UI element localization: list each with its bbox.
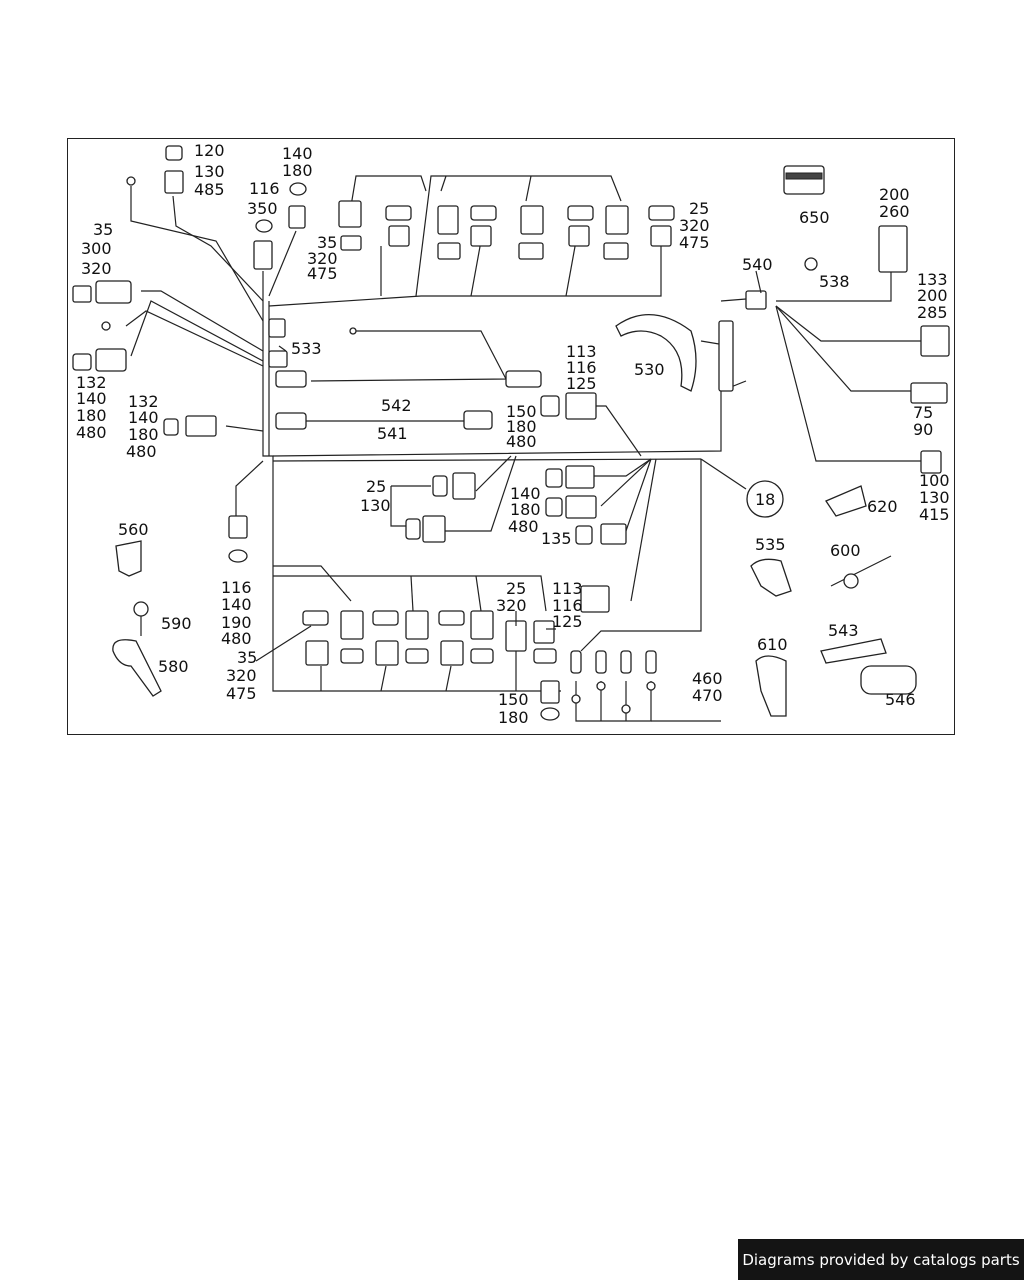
callout-480: 480 bbox=[506, 432, 537, 451]
callout-180: 180 bbox=[498, 708, 529, 727]
callout-350: 350 bbox=[247, 199, 278, 218]
callout-150: 150 bbox=[498, 690, 529, 709]
callout-480: 480 bbox=[76, 423, 107, 442]
callout-470: 470 bbox=[692, 686, 723, 705]
callout-600: 600 bbox=[830, 541, 861, 560]
callout-560: 560 bbox=[118, 520, 149, 539]
callout-650: 650 bbox=[799, 208, 830, 227]
callout-538: 538 bbox=[819, 272, 850, 291]
callout-320: 320 bbox=[679, 216, 710, 235]
callout-140: 140 bbox=[510, 484, 541, 503]
callout-300: 300 bbox=[81, 239, 112, 258]
callout-125: 125 bbox=[552, 612, 583, 631]
callout-35: 35 bbox=[317, 233, 337, 252]
callout-100: 100 bbox=[919, 471, 950, 490]
callout-25: 25 bbox=[689, 199, 709, 218]
callout-140: 140 bbox=[76, 389, 107, 408]
callout-320: 320 bbox=[81, 259, 112, 278]
callout-116: 116 bbox=[249, 179, 280, 198]
callout-140: 140 bbox=[128, 408, 159, 427]
callout-130: 130 bbox=[360, 496, 391, 515]
callout-610: 610 bbox=[757, 635, 788, 654]
callout-460: 460 bbox=[692, 669, 723, 688]
callout-480: 480 bbox=[221, 629, 252, 648]
callout-labels: 120 130 485 140 180 116 350 35 300 320 1… bbox=[76, 141, 950, 727]
callout-475: 475 bbox=[226, 684, 257, 703]
callout-135: 135 bbox=[541, 529, 572, 548]
callout-180: 180 bbox=[506, 417, 537, 436]
callout-130: 130 bbox=[194, 162, 225, 181]
harness-wires bbox=[125, 175, 921, 722]
callout-200: 200 bbox=[917, 286, 948, 305]
callout-543: 543 bbox=[828, 621, 859, 640]
callout-140: 140 bbox=[221, 595, 252, 614]
callout-541: 541 bbox=[377, 424, 408, 443]
footer-attribution-text: Diagrams provided by catalogs parts bbox=[742, 1250, 1020, 1269]
callout-530: 530 bbox=[634, 360, 665, 379]
footer-attribution: Diagrams provided by catalogs parts bbox=[738, 1239, 1024, 1280]
callout-125: 125 bbox=[566, 374, 597, 393]
callout-25: 25 bbox=[366, 477, 386, 496]
callout-140: 140 bbox=[282, 144, 313, 163]
diagram-frame: 120 130 485 140 180 116 350 35 300 320 1… bbox=[67, 138, 955, 735]
callout-540: 540 bbox=[742, 255, 773, 274]
callout-590: 590 bbox=[161, 614, 192, 633]
callout-200: 200 bbox=[879, 185, 910, 204]
callout-480: 480 bbox=[126, 442, 157, 461]
callout-180: 180 bbox=[76, 406, 107, 425]
callout-320: 320 bbox=[496, 596, 527, 615]
callout-535: 535 bbox=[755, 535, 786, 554]
connector-parts bbox=[72, 145, 950, 721]
callout-475: 475 bbox=[307, 264, 338, 283]
callout-190: 190 bbox=[221, 613, 252, 632]
callout-113: 113 bbox=[566, 342, 597, 361]
callout-132: 132 bbox=[128, 392, 159, 411]
callout-180: 180 bbox=[510, 500, 541, 519]
callout-415: 415 bbox=[919, 505, 950, 524]
callout-260: 260 bbox=[879, 202, 910, 221]
callout-35: 35 bbox=[93, 220, 113, 239]
callout-546: 546 bbox=[885, 690, 916, 709]
callout-120: 120 bbox=[194, 141, 225, 160]
callout-116: 116 bbox=[552, 596, 583, 615]
callout-90: 90 bbox=[913, 420, 933, 439]
callout-475: 475 bbox=[679, 233, 710, 252]
callout-150: 150 bbox=[506, 402, 537, 421]
callout-130: 130 bbox=[919, 488, 950, 507]
callout-133: 133 bbox=[917, 270, 948, 289]
callout-580: 580 bbox=[158, 657, 189, 676]
callout-75: 75 bbox=[913, 403, 933, 422]
callout-285: 285 bbox=[917, 303, 948, 322]
callout-116: 116 bbox=[221, 578, 252, 597]
callout-320: 320 bbox=[307, 249, 338, 268]
callout-542: 542 bbox=[381, 396, 412, 415]
callout-320: 320 bbox=[226, 666, 257, 685]
callout-480: 480 bbox=[508, 517, 539, 536]
callout-180: 180 bbox=[128, 425, 159, 444]
callout-116: 116 bbox=[566, 358, 597, 377]
callout-180: 180 bbox=[282, 161, 313, 180]
callout-485: 485 bbox=[194, 180, 225, 199]
callout-35: 35 bbox=[237, 648, 257, 667]
callout-113: 113 bbox=[552, 579, 583, 598]
callout-18: 18 bbox=[755, 490, 775, 509]
callout-620: 620 bbox=[867, 497, 898, 516]
wiring-harness-diagram: 120 130 485 140 180 116 350 35 300 320 1… bbox=[72, 141, 950, 727]
callout-25: 25 bbox=[506, 579, 526, 598]
callout-533: 533 bbox=[291, 339, 322, 358]
leader-lines bbox=[255, 270, 762, 662]
callout-132: 132 bbox=[76, 373, 107, 392]
